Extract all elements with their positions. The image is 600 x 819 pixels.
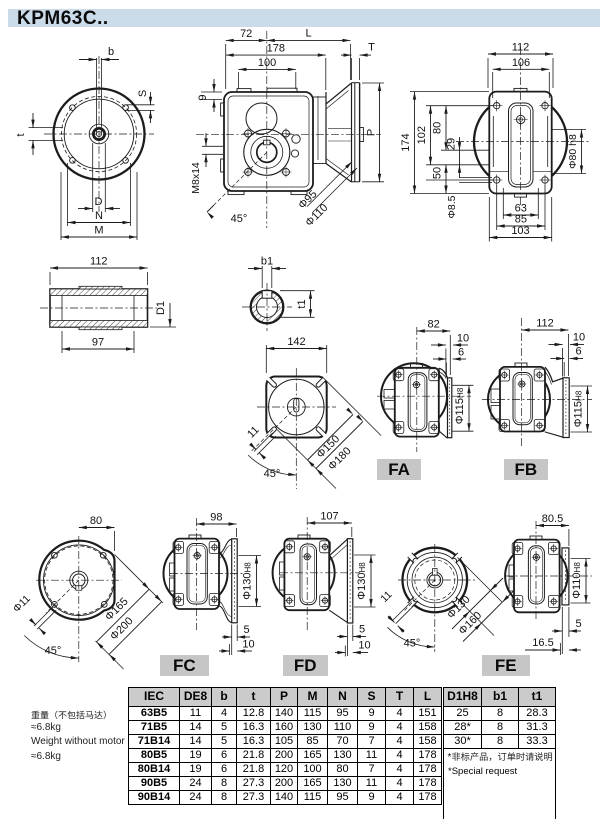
svg-text:Φ110: Φ110 <box>303 202 330 229</box>
svg-text:N: N <box>95 210 103 222</box>
svg-text:45°: 45° <box>231 213 248 225</box>
svg-text:Φ130H8: Φ130H8 <box>242 562 254 600</box>
svg-text:6: 6 <box>575 346 581 358</box>
svg-text:Φ110H8: Φ110H8 <box>571 562 583 599</box>
svg-text:Φ115H8: Φ115H8 <box>573 390 585 427</box>
svg-text:98: 98 <box>210 512 222 524</box>
svg-text:6: 6 <box>458 347 464 359</box>
svg-text:106: 106 <box>512 57 530 69</box>
svg-text:L: L <box>306 28 312 40</box>
svg-text:45°: 45° <box>404 638 421 650</box>
svg-text:174: 174 <box>400 133 412 151</box>
svg-text:b: b <box>108 46 114 58</box>
svg-text:Φ8.5: Φ8.5 <box>446 195 458 218</box>
svg-text:10: 10 <box>358 640 370 652</box>
svg-text:t1: t1 <box>296 299 308 308</box>
svg-text:112: 112 <box>90 256 108 268</box>
svg-text:Φ150: Φ150 <box>315 433 343 461</box>
svg-text:M: M <box>94 225 103 237</box>
svg-text:Φ115H8: Φ115H8 <box>454 387 466 424</box>
svg-text:80.5: 80.5 <box>542 513 563 525</box>
svg-text:Φ80 h8: Φ80 h8 <box>567 134 579 169</box>
svg-text:102: 102 <box>416 126 428 144</box>
svg-text:10: 10 <box>457 333 469 345</box>
svg-text:Φ180: Φ180 <box>326 445 354 473</box>
svg-text:Φ200: Φ200 <box>108 615 136 643</box>
svg-text:97: 97 <box>92 337 104 349</box>
svg-text:5: 5 <box>575 618 581 630</box>
svg-text:P: P <box>366 129 378 136</box>
svg-text:5: 5 <box>359 624 365 636</box>
svg-text:29: 29 <box>446 138 458 150</box>
svg-text:72: 72 <box>240 28 252 40</box>
svg-text:16.5: 16.5 <box>532 637 553 649</box>
svg-text:11: 11 <box>378 589 394 605</box>
svg-text:107: 107 <box>320 511 338 523</box>
svg-text:D1: D1 <box>155 301 167 315</box>
svg-text:103: 103 <box>511 225 529 237</box>
svg-text:63: 63 <box>515 203 527 215</box>
svg-text:Φ160: Φ160 <box>457 610 485 638</box>
svg-text:85: 85 <box>515 214 527 226</box>
svg-text:11: 11 <box>245 424 262 441</box>
svg-text:5: 5 <box>243 624 249 636</box>
svg-text:112: 112 <box>536 318 554 330</box>
svg-text:45°: 45° <box>45 645 62 657</box>
svg-text:50: 50 <box>431 167 443 179</box>
svg-text:Φ95: Φ95 <box>296 188 319 211</box>
svg-text:10: 10 <box>573 332 585 344</box>
svg-text:10: 10 <box>242 639 254 651</box>
svg-text:82: 82 <box>427 319 439 331</box>
svg-text:T: T <box>368 42 375 54</box>
svg-text:Φ11: Φ11 <box>11 593 33 615</box>
svg-text:S: S <box>137 90 149 97</box>
svg-text:80: 80 <box>432 122 444 134</box>
svg-text:142: 142 <box>287 336 305 348</box>
svg-text:t: t <box>15 133 27 136</box>
svg-text:100: 100 <box>258 57 276 69</box>
svg-text:b1: b1 <box>261 256 273 268</box>
svg-text:D: D <box>95 196 103 208</box>
svg-text:112: 112 <box>512 42 530 54</box>
svg-text:9: 9 <box>197 94 209 100</box>
svg-text:80: 80 <box>90 515 102 527</box>
svg-text:Φ165: Φ165 <box>103 596 131 624</box>
svg-text:Φ130: Φ130 <box>445 594 473 622</box>
svg-text:45°: 45° <box>264 468 281 480</box>
svg-text:M8x14: M8x14 <box>190 162 202 194</box>
svg-text:178: 178 <box>267 43 285 55</box>
svg-text:Φ130H8: Φ130H8 <box>356 562 368 600</box>
